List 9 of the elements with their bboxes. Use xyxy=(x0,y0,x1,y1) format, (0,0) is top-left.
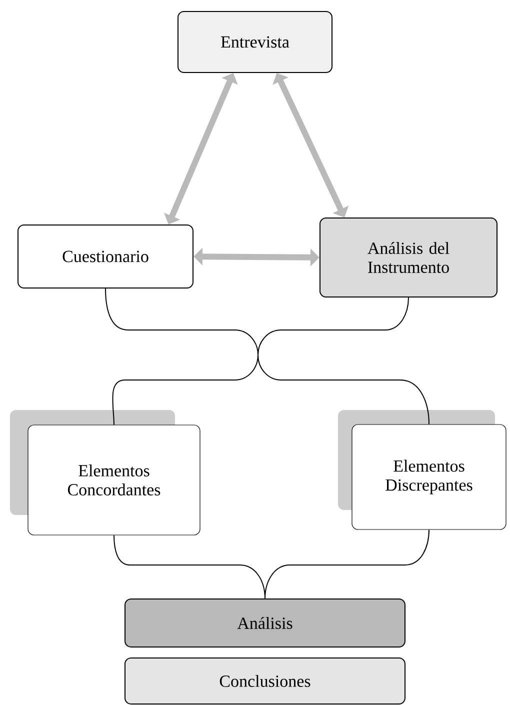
brace-connector xyxy=(264,529,430,599)
folder-box: Elementos Discrepantes xyxy=(338,410,506,530)
process-box: Análisis del Instrumento xyxy=(320,218,498,298)
process-box: Entrevista xyxy=(178,11,332,73)
process-bar: Análisis xyxy=(124,598,406,648)
folder-box: Elementos Concordantes xyxy=(10,410,200,536)
double-arrow xyxy=(272,73,349,218)
process-box: Cuestionario xyxy=(18,224,194,288)
process-bar: Conclusiones xyxy=(124,658,406,704)
